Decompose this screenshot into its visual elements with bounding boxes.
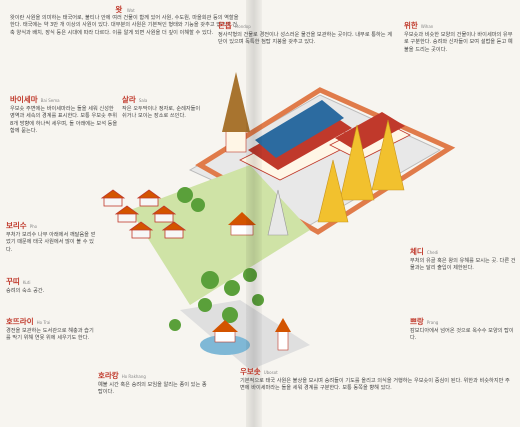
wat-text: 왓이란 사원을 의미하는 태국어로, 불티나 안에 여러 건물이 함께 있어 사…	[10, 15, 239, 36]
horakang-text: 예불 시간 혹은 승려의 모임을 알리는 종이 있는 종탑이다.	[98, 382, 207, 396]
mondop-title: 몬돕	[218, 21, 232, 30]
wihan-subtitle: Wihan	[420, 24, 434, 29]
baisema-title: 바이세마	[10, 95, 38, 104]
kuti-houses	[100, 189, 187, 239]
horakang-subtitle: Ho Rakhang	[121, 374, 146, 379]
prang-subtitle: Prang	[426, 320, 439, 325]
ubosot-roof-top	[255, 100, 344, 158]
wat-subtitle: Wat	[126, 8, 135, 13]
sala-roof	[228, 212, 256, 225]
ubosot-subtitle: Ubosot	[263, 370, 278, 375]
sala-title: 살라	[122, 95, 136, 104]
kuti-text: 승려의 숙소 공간.	[6, 288, 45, 295]
prang	[267, 189, 289, 236]
chedis	[317, 119, 405, 223]
wat-title: 왓	[115, 5, 123, 14]
hotrai-roof	[212, 320, 238, 332]
wat-intro: 왓 Wat 왓이란 사원을 의미하는 태국어로, 불티나 안에 여러 건물이 함…	[10, 6, 240, 37]
baisema-subtitle: Bai Sema	[40, 98, 60, 103]
hotrai-title: 호뜨라이	[6, 317, 34, 326]
chedi-title: 체디	[410, 247, 424, 256]
hotrai-subtitle: Ho Trai	[36, 320, 51, 325]
sala-subtitle: Sala	[138, 98, 148, 103]
mondop-subtitle: Mondop	[234, 24, 251, 29]
ubosot-text: 기본적으로 태국 사원은 불상을 모시며 승려들이 기도를 올리고 의식을 거행…	[240, 378, 510, 392]
baisema-text: 우보솟 주변에는 바이세마라는 돌을 세워 신성한 영역과 세속의 경계를 표시…	[10, 106, 118, 134]
ubosot-title: 우보솟	[240, 367, 261, 376]
horakang-title: 호라캉	[98, 371, 119, 380]
lawn	[130, 165, 310, 305]
prang-title: 쁘랑	[410, 317, 424, 326]
borisu-text: 부처가 보리수 나무 아래에서 깨달음을 얻었기 때문에 태국 사원에서 많이 …	[6, 232, 96, 253]
trees	[169, 187, 264, 331]
borisu-subtitle: Pho	[29, 224, 38, 229]
pond	[200, 335, 250, 355]
hotrai-text: 경전을 보관하는 도서관으로 해충과 습기를 막기 위해 연못 위에 세우기도 …	[6, 328, 94, 342]
mondop-spire	[222, 72, 250, 132]
kuti-subtitle: Kuti	[22, 280, 31, 285]
wihan-text: 우보솟과 비슷한 모양의 건물이나 바이세마의 유무로 구분한다. 승려와 신자…	[404, 32, 513, 53]
mondop-text: 정사각형의 건물로 경전이나 성스러운 물건을 보관하는 곳이다. 내부로 통하…	[218, 32, 392, 46]
book-spine	[246, 0, 262, 427]
kuti-title: 꾸띠	[6, 277, 20, 286]
bell-tower	[277, 329, 289, 351]
plaza	[180, 300, 310, 370]
chedi-subtitle: Chedi	[426, 250, 439, 255]
sala-text: 작은 오두막이나 정자로, 순례자들이 쉬거나 모이는 장소로 쓰인다.	[122, 106, 201, 120]
prang-text: 캄보디아에서 넘어온 것으로 옥수수 모양의 탑이다.	[410, 328, 514, 342]
mondop-base	[225, 129, 247, 153]
borisu-title: 보리수	[6, 221, 27, 230]
chedi-text: 부처의 유골 혹은 왕의 유해를 모시는 곳. 다른 건물과는 달리 출입이 제…	[410, 258, 516, 272]
wihan-title: 위한	[404, 21, 418, 30]
